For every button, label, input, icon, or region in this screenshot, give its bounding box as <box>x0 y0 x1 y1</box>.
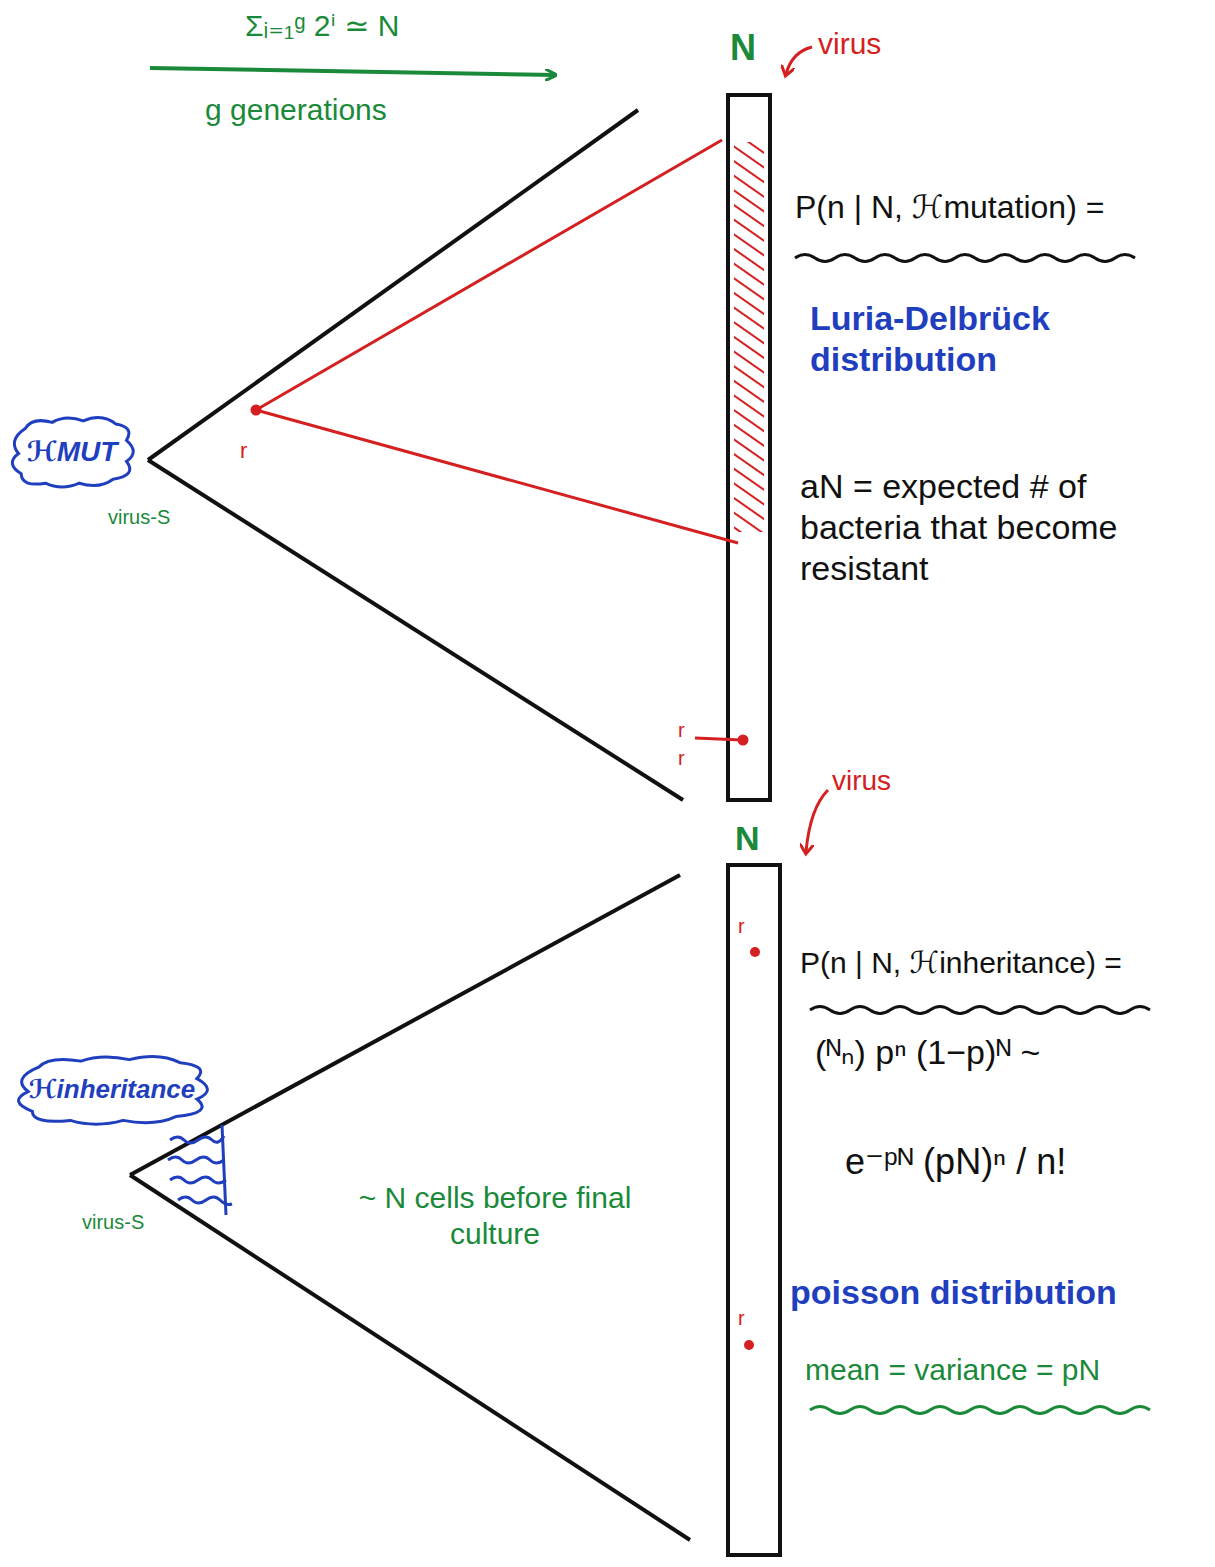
resistant-hatching <box>734 142 764 532</box>
probability-formula: P(n | N, ℋinheritance) = <box>800 945 1122 981</box>
growth-cone <box>130 875 690 1540</box>
wavy-underline <box>810 1007 1150 1014</box>
distribution-name: Luria-Delbrück distribution <box>810 298 1140 380</box>
population-size: N <box>735 818 760 859</box>
wavy-underline <box>810 1407 1150 1414</box>
binomial-formula: (ᴺₙ) pⁿ (1−p)ᴺ ~ <box>815 1032 1040 1073</box>
population-size: N <box>730 26 756 69</box>
mutant-clone <box>252 140 747 744</box>
sum-formula: Σᵢ₌₁ᵍ 2ⁱ ≃ N <box>245 8 399 44</box>
culture-bar <box>728 865 780 1555</box>
resistant-mark: r <box>240 438 247 464</box>
resistant-mark: r <box>678 718 685 742</box>
probability-formula: P(n | N, ℋmutation) = <box>795 188 1104 226</box>
generation-arrow <box>150 68 555 75</box>
resistant-mark: r <box>678 746 685 770</box>
culture-bar <box>728 95 770 800</box>
virus-label: virus <box>832 764 891 798</box>
hypothesis-name: ℋinheritance <box>29 1074 196 1105</box>
poisson-formula: e⁻ᵖᴺ (pN)ⁿ / n! <box>845 1140 1066 1183</box>
inherited-hatching <box>168 1125 232 1215</box>
moment-note: mean = variance = pN <box>805 1352 1100 1388</box>
definition-note: aN = expected # of bacteria that become … <box>800 466 1205 588</box>
virus-label: virus <box>818 26 881 62</box>
hypothesis-cloud: ℋinheritance <box>7 1052 218 1128</box>
wavy-underline <box>795 255 1135 262</box>
hypothesis-name: ℋMUT <box>27 435 118 469</box>
strain-label: virus-S <box>108 505 170 529</box>
population-note: ~ N cells before final culture <box>335 1180 655 1252</box>
resistant-dot <box>744 947 760 1350</box>
strain-label: virus-S <box>82 1210 144 1234</box>
hypothesis-cloud: ℋMUT <box>5 413 140 491</box>
axis-label: g generations <box>205 92 387 128</box>
resistant-mark: r <box>738 1306 745 1330</box>
virus-arrow <box>786 47 812 74</box>
resistant-mark: r <box>738 914 745 938</box>
distribution-name: poisson distribution <box>790 1272 1117 1313</box>
virus-arrow <box>806 790 828 852</box>
